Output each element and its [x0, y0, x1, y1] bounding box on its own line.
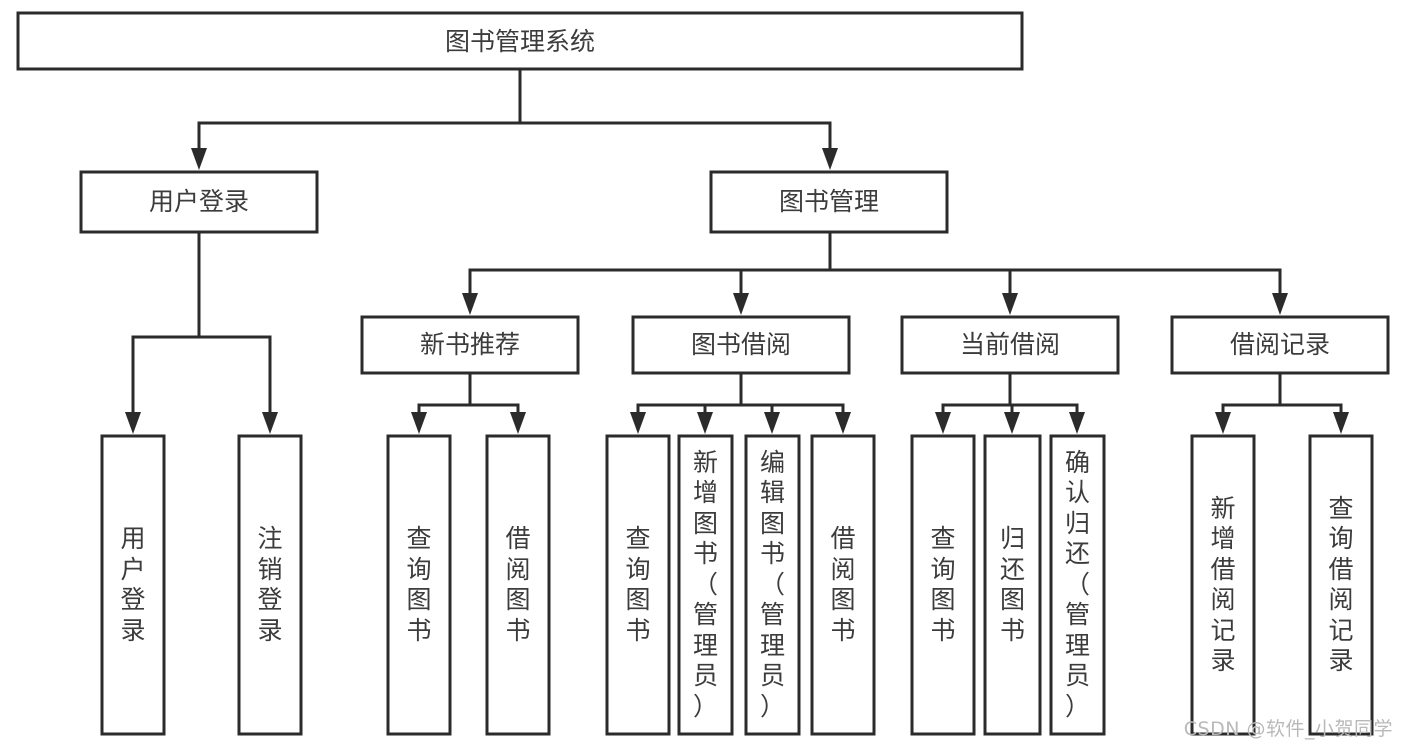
- node-root-rect[interactable]: [16, 11, 1024, 71]
- node-book-management-label: 图书管理: [779, 187, 879, 216]
- node-user-login[interactable]: 用户登录: [79, 170, 319, 234]
- connector-borrow-records-to-leaves: [1215, 371, 1349, 434]
- node-book-management[interactable]: 图书管理: [709, 170, 949, 234]
- node-root[interactable]: 图书管理系统: [16, 11, 1024, 71]
- connector-book-borrow-to-leaves: [630, 371, 851, 434]
- node-leaf-borrow-book-rec-rect[interactable]: [485, 434, 551, 736]
- node-leaf-return-book-rect[interactable]: [983, 434, 1042, 736]
- node-leaf-add-record-rect[interactable]: [1190, 434, 1256, 736]
- node-leaf-query-record-rect[interactable]: [1308, 434, 1374, 736]
- node-leaf-query-book-cur-rect[interactable]: [910, 434, 976, 736]
- node-leaf-add-book-rect[interactable]: [677, 434, 734, 736]
- node-leaf-query-book-rec-rect[interactable]: [386, 434, 452, 736]
- node-current-borrow-rect[interactable]: [900, 315, 1120, 375]
- node-new-book-recommend[interactable]: 新书推荐: [360, 315, 580, 375]
- node-current-borrow-label: 当前借阅: [960, 330, 1060, 359]
- node-new-book-recommend-rect[interactable]: [360, 315, 580, 375]
- node-leaf-borrow-book-rect[interactable]: [810, 434, 876, 736]
- connector-root-to-level2: [191, 67, 838, 170]
- node-user-login-rect[interactable]: [79, 170, 319, 234]
- node-user-login-label: 用户登录: [149, 187, 249, 216]
- node-borrow-records-label: 借阅记录: [1230, 330, 1330, 359]
- node-leaf-edit-book-rect[interactable]: [744, 434, 801, 736]
- connector-user-login-to-leaves: [125, 230, 278, 434]
- connector-current-borrow-to-leaves: [935, 371, 1085, 434]
- node-book-borrow-label: 图书借阅: [691, 330, 791, 359]
- node-borrow-records[interactable]: 借阅记录: [1170, 315, 1390, 375]
- node-leaf-user-login-rect[interactable]: [100, 434, 166, 736]
- node-leaf-query-book-rect[interactable]: [605, 434, 671, 736]
- node-new-book-recommend-label: 新书推荐: [420, 330, 520, 359]
- node-current-borrow[interactable]: 当前借阅: [900, 315, 1120, 375]
- node-leaf-confirm-return-rect[interactable]: [1049, 434, 1106, 736]
- node-book-borrow-rect[interactable]: [631, 315, 851, 375]
- node-borrow-records-rect[interactable]: [1170, 315, 1390, 375]
- connector-new-book-recommend-to-leaves: [411, 371, 526, 434]
- node-book-management-rect[interactable]: [709, 170, 949, 234]
- node-leaf-logout-rect[interactable]: [237, 434, 303, 736]
- leaf-boxes: [100, 434, 1374, 736]
- node-book-borrow[interactable]: 图书借阅: [631, 315, 851, 375]
- node-root-label: 图书管理系统: [445, 27, 595, 56]
- watermark-text: CSDN @软件_小贺同学: [1183, 718, 1393, 740]
- connector-book-management-to-level3: [462, 230, 1288, 315]
